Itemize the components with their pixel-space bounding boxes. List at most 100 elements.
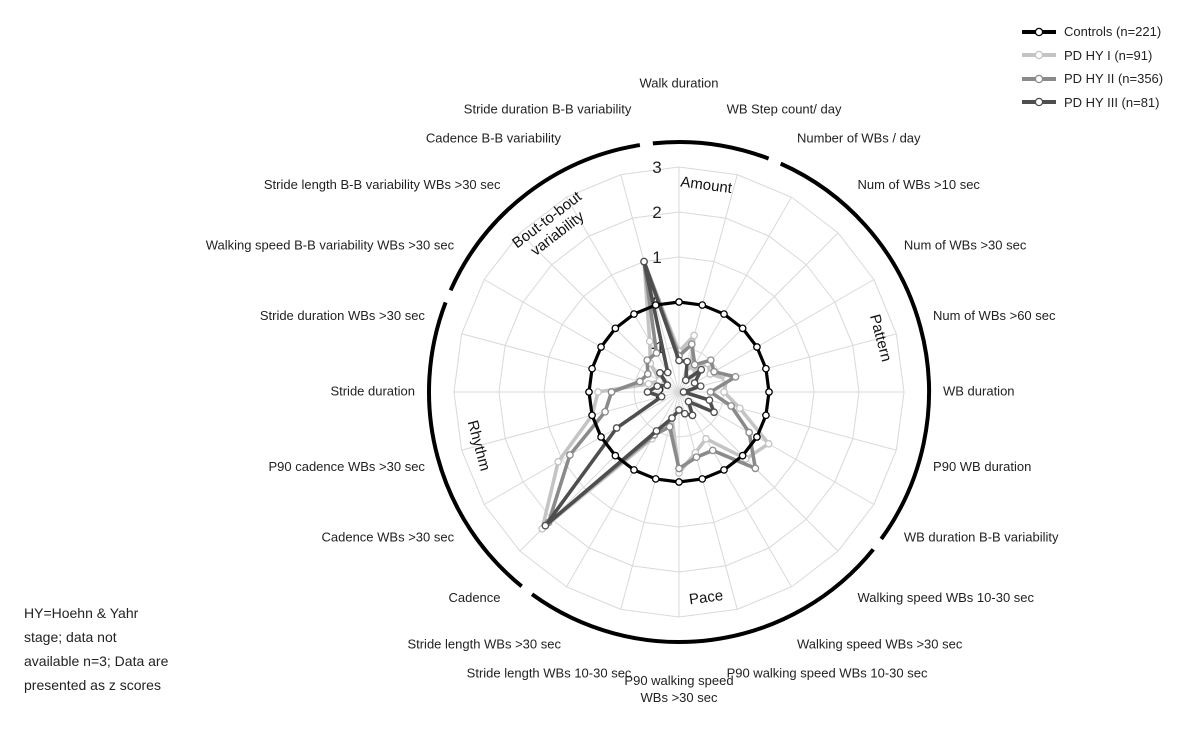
data-point bbox=[541, 521, 550, 530]
axis-label: Stride length WBs >30 sec bbox=[407, 636, 561, 651]
axis-label: Number of WBs / day bbox=[797, 131, 921, 146]
data-point bbox=[594, 388, 602, 396]
group-label: Amount bbox=[679, 173, 733, 197]
axis-label: Stride length WBs 10-30 sec bbox=[467, 665, 632, 680]
radar-spoke bbox=[678, 391, 738, 610]
legend-label: PD HY III (n=81) bbox=[1064, 94, 1160, 110]
data-point bbox=[611, 451, 620, 460]
data-point bbox=[679, 388, 688, 396]
data-point bbox=[688, 411, 697, 420]
axis-label: Walk duration bbox=[640, 75, 719, 90]
data-point bbox=[720, 310, 728, 318]
data-point bbox=[696, 382, 705, 391]
axis-label: Stride duration WBs >30 sec bbox=[260, 308, 426, 323]
data-point bbox=[554, 457, 563, 466]
data-point bbox=[705, 396, 714, 405]
radar-spoke bbox=[678, 391, 792, 588]
axis-label: WB Step count/ day bbox=[727, 101, 842, 116]
legend-swatch bbox=[1022, 98, 1056, 107]
axis-label: Walking speed WBs 10-30 sec bbox=[857, 590, 1034, 605]
group-arc bbox=[530, 548, 875, 644]
axis-label: Num of WBs >60 sec bbox=[933, 308, 1056, 323]
data-point bbox=[643, 356, 652, 365]
axis-label: WB duration B-B variability bbox=[904, 529, 1059, 544]
data-point bbox=[720, 466, 728, 474]
axis-label: WB duration bbox=[943, 383, 1015, 398]
data-point bbox=[765, 388, 773, 396]
radar-spoke bbox=[566, 391, 680, 588]
legend: Controls (n=221) PD HY I (n=91) PD HY II… bbox=[1022, 20, 1192, 114]
axis-label: Stride duration bbox=[330, 383, 415, 398]
radar-spoke bbox=[678, 196, 792, 393]
radar-spoke bbox=[566, 196, 680, 393]
radar-spoke bbox=[678, 333, 897, 393]
data-point bbox=[675, 298, 683, 306]
data-point bbox=[652, 427, 661, 435]
data-point bbox=[643, 370, 652, 378]
data-point bbox=[652, 349, 661, 357]
data-point bbox=[668, 414, 676, 422]
data-point bbox=[762, 411, 770, 420]
data-point bbox=[656, 369, 664, 377]
radar-spoke bbox=[483, 391, 680, 505]
group-label: Pace bbox=[688, 587, 724, 608]
data-point bbox=[687, 340, 696, 349]
data-point bbox=[611, 324, 620, 333]
r-tick-label: 2 bbox=[652, 203, 661, 222]
data-point bbox=[683, 357, 692, 366]
series-0 bbox=[585, 298, 773, 486]
data-point bbox=[684, 397, 693, 406]
axis-label: P90 walking speed WBs 10-30 sec bbox=[727, 665, 928, 680]
legend-label: Controls (n=221) bbox=[1064, 24, 1162, 40]
data-point bbox=[681, 376, 690, 385]
data-point bbox=[698, 301, 707, 309]
footnote: HY=Hoehn & Yahr stage; data not availabl… bbox=[24, 605, 169, 693]
data-point bbox=[597, 343, 605, 351]
data-point bbox=[764, 439, 773, 448]
axis-label: Walking speed B-B variability WBs >30 se… bbox=[206, 237, 455, 252]
data-point bbox=[630, 310, 638, 318]
data-point bbox=[702, 434, 710, 443]
data-point bbox=[651, 475, 660, 483]
legend-swatch bbox=[1022, 51, 1056, 60]
radar-spoke bbox=[461, 391, 680, 451]
data-point bbox=[690, 360, 699, 369]
axis-label: P90 WB duration bbox=[933, 459, 1031, 474]
axis-label: Num of WBs >30 sec bbox=[904, 237, 1027, 252]
data-point bbox=[657, 392, 666, 401]
data-point bbox=[630, 466, 638, 474]
data-point bbox=[588, 411, 596, 420]
axis-label: Cadence B-B variability bbox=[426, 131, 562, 146]
data-point bbox=[675, 356, 683, 365]
series-line bbox=[543, 259, 716, 528]
data-point bbox=[720, 388, 728, 396]
data-point bbox=[692, 453, 701, 462]
data-point bbox=[653, 382, 662, 391]
data-point bbox=[566, 451, 574, 459]
group-arc bbox=[652, 140, 770, 161]
radar-spoke bbox=[678, 391, 839, 552]
data-point bbox=[698, 475, 707, 483]
data-point bbox=[697, 365, 706, 374]
data-point bbox=[731, 373, 740, 381]
axis-label: Stride duration B-B variability bbox=[464, 101, 632, 116]
legend-swatch bbox=[1022, 74, 1056, 83]
data-point bbox=[706, 388, 715, 396]
data-point bbox=[588, 364, 596, 373]
data-point bbox=[680, 409, 689, 418]
legend-item-pd-hy-3: PD HY III (n=81) bbox=[1022, 91, 1192, 115]
data-point bbox=[663, 368, 672, 377]
radar-spoke bbox=[678, 174, 738, 393]
axis-label: Cadence WBs >30 sec bbox=[322, 529, 455, 544]
data-point bbox=[675, 464, 683, 473]
data-point bbox=[651, 301, 660, 309]
data-point bbox=[706, 356, 715, 365]
data-point bbox=[690, 331, 698, 340]
axis-label: Walking speed WBs >30 sec bbox=[797, 636, 963, 651]
data-point bbox=[636, 377, 644, 386]
axis-label: Num of WBs >10 sec bbox=[857, 177, 980, 192]
data-point bbox=[643, 388, 652, 396]
data-point bbox=[663, 381, 672, 390]
legend-item-pd-hy-1: PD HY I (n=91) bbox=[1022, 44, 1192, 68]
